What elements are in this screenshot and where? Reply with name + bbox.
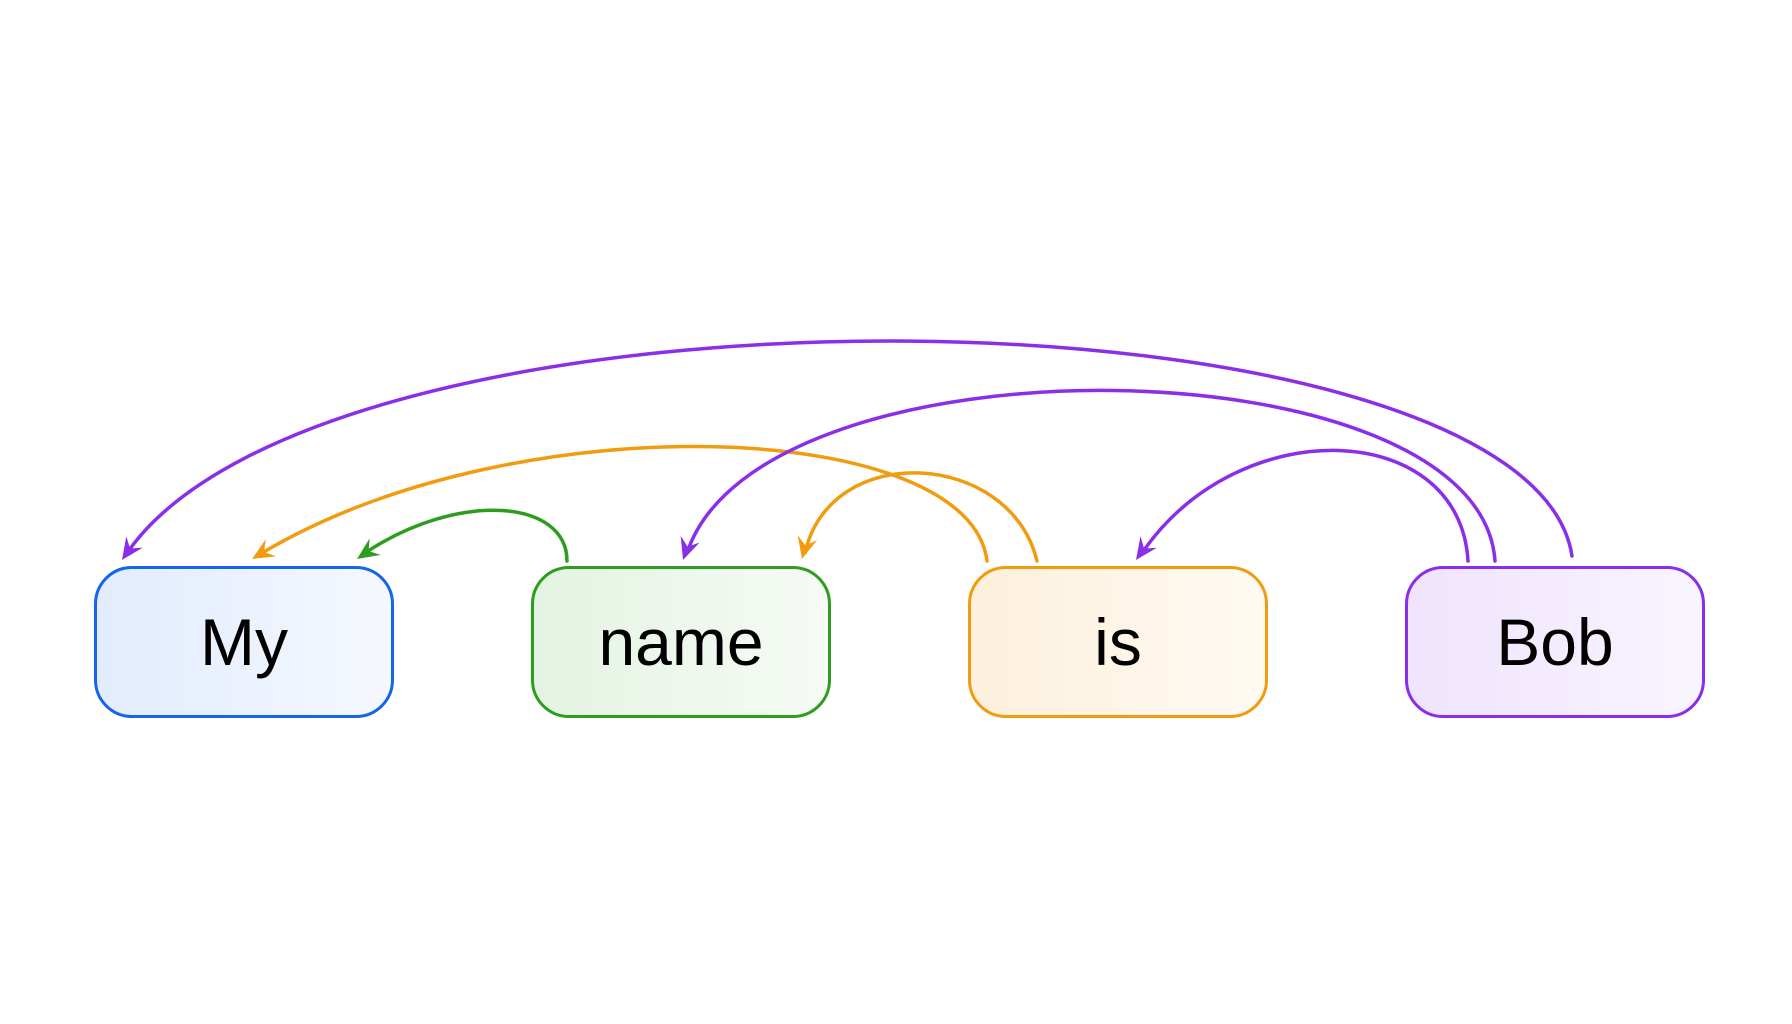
arrowhead-bob-to-is <box>1136 536 1157 560</box>
token-is: is <box>968 566 1268 718</box>
token-label-bob: Bob <box>1496 605 1614 679</box>
arc-bob-to-my <box>125 339 1574 558</box>
arc-is-to-my <box>260 444 989 563</box>
arrowhead-is-to-my <box>252 539 276 559</box>
arrowhead-bob-to-my <box>122 536 143 560</box>
arrowhead-bob-to-name <box>680 535 700 560</box>
token-name: name <box>531 566 831 718</box>
arrowhead-is-to-name <box>797 535 818 559</box>
token-label-name: name <box>598 605 764 679</box>
token-label-is: is <box>1094 605 1142 679</box>
token-label-my: My <box>200 605 288 679</box>
arrowhead-name-to-my <box>357 538 381 559</box>
token-bob: Bob <box>1405 566 1705 718</box>
arc-is-to-name <box>803 471 1039 563</box>
arc-bob-to-is <box>1140 448 1470 563</box>
arc-name-to-my <box>363 508 569 563</box>
arc-bob-to-name <box>685 388 1497 563</box>
token-my: My <box>94 566 394 718</box>
